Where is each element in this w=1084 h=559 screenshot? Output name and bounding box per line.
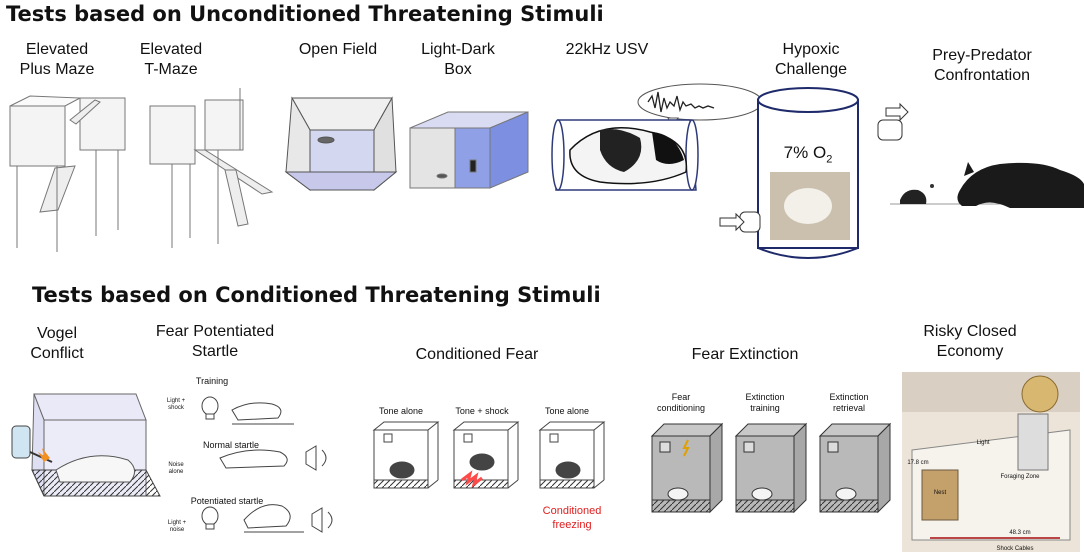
rce-light-label: Light [976,440,990,446]
label-oxygen-level: 7% O2 [783,143,833,166]
startle-normal-label: Normal startle [202,440,259,450]
cf-box-label-1: Tone alone [378,406,424,416]
prey-predator-figure [890,162,1084,208]
fear-potentiated-startle-figure [201,396,333,533]
label-open-field: Open Field [298,41,378,58]
open-field-figure [284,96,398,192]
heading-conditioned: Tests based on Conditioned Threatening S… [32,283,601,307]
hypoxic-chamber-figure [719,87,909,259]
light-dark-box-figure [409,111,529,189]
label-22khz-usv: 22kHz USV [565,41,649,58]
conditioned-fear-figure [372,421,606,489]
startle-light-noise-label: Light +noise [167,520,187,533]
startle-light-shock-label: Light +shock [166,398,186,411]
rce-cables-label: Shock Cables [996,546,1034,552]
startle-potentiated-label: Potentiated startle [190,496,264,506]
startle-training-label: Training [195,376,229,386]
label-fear-extinction: Fear Extinction [691,346,799,363]
label-conditioned-fear: Conditioned Fear [415,346,539,363]
rce-height-label: 17.8 cm [907,460,929,466]
elevated-plus-maze-figure [9,95,126,252]
rce-nest-label: Nest [933,490,947,496]
cf-box-label-3: Tone alone [544,406,590,416]
risky-closed-economy-figure [902,372,1080,552]
elevated-t-maze-figure [149,88,274,248]
fear-extinction-figure [650,422,892,514]
cf-box-label-2: Tone + shock [455,406,509,416]
usv-figure [551,83,763,191]
vogel-conflict-figure [11,393,161,497]
rce-zone-label: Foraging Zone [1000,474,1040,480]
heading-unconditioned: Tests based on Unconditioned Threatening… [6,2,604,26]
rce-width-label: 48.3 cm [1009,530,1031,536]
